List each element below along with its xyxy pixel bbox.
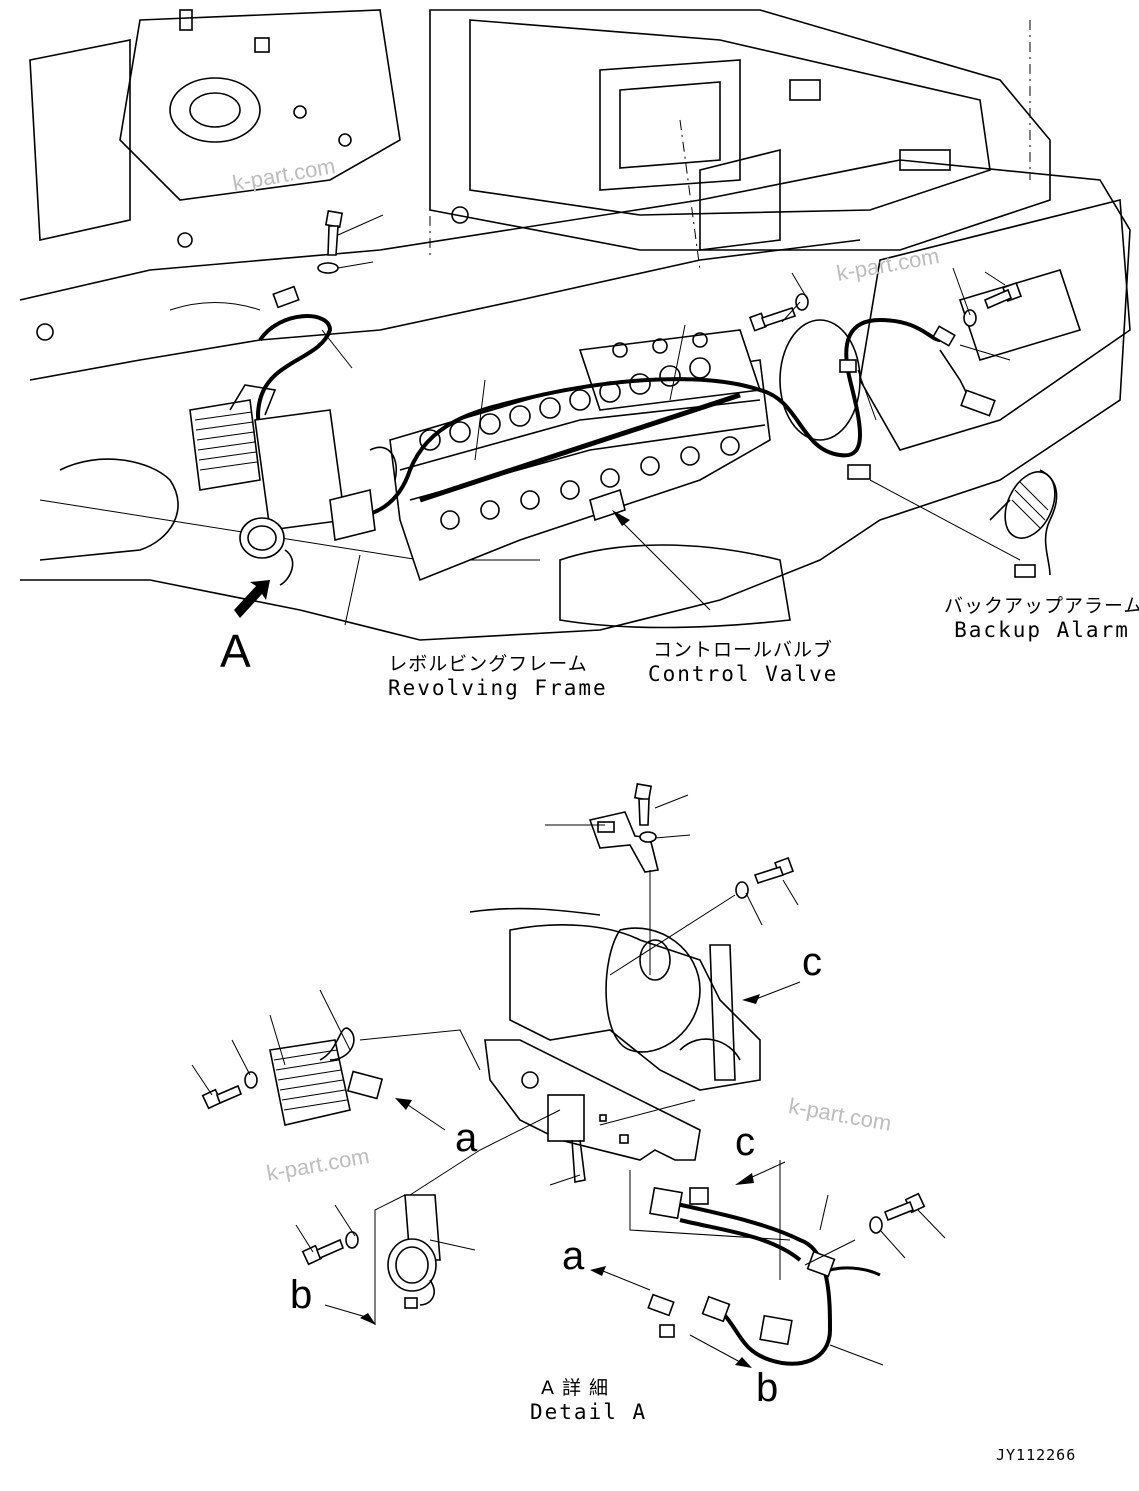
drawing-code: JY112266 (996, 1446, 1077, 1464)
detail-a-label-jp: A 詳 細 (540, 1377, 610, 1399)
backup-alarm-label-en: Backup Alarm (954, 617, 1130, 642)
revolving-frame-label-en: Revolving Frame (388, 675, 608, 700)
control-valve-label: コントロールバルブ Control Valve (648, 639, 839, 686)
detail-a-label: A 詳 細 Detail A (530, 1377, 648, 1424)
control-valve-label-jp: コントロールバルブ (652, 639, 833, 661)
backup-alarm-drawing (989, 469, 1058, 578)
view-letter-b-bottom: b (756, 1366, 779, 1410)
upper-leaders (321, 214, 1021, 626)
view-arrow-icon (234, 580, 270, 618)
view-letter-c-mid: c (735, 1120, 755, 1164)
view-letter-b-left: b (290, 1273, 313, 1317)
detail-a-drawing (201, 782, 926, 1368)
view-letter-c-top: c (802, 940, 822, 984)
view-letter-a-bottom: a (562, 1234, 585, 1278)
control-valve-drawing (389, 329, 771, 582)
revolving-frame-label: レボルビングフレーム Revolving Frame (388, 653, 608, 700)
upper-bolts-drawing (317, 209, 1022, 332)
revolving-frame-drawing (19, 9, 1131, 641)
left-module-drawing (189, 384, 397, 586)
view-a-letter: A (220, 625, 251, 677)
view-letter-a-top: a (455, 1116, 478, 1160)
lower-leaders (191, 794, 946, 1366)
revolving-frame-label-jp: レボルビングフレーム (388, 653, 588, 675)
backup-alarm-label: バックアップアラーム Backup Alarm (944, 595, 1139, 642)
control-valve-label-en: Control Valve (648, 661, 839, 686)
backup-alarm-label-jp: バックアップアラーム (944, 595, 1139, 617)
detail-a-label-en: Detail A (530, 1399, 648, 1424)
